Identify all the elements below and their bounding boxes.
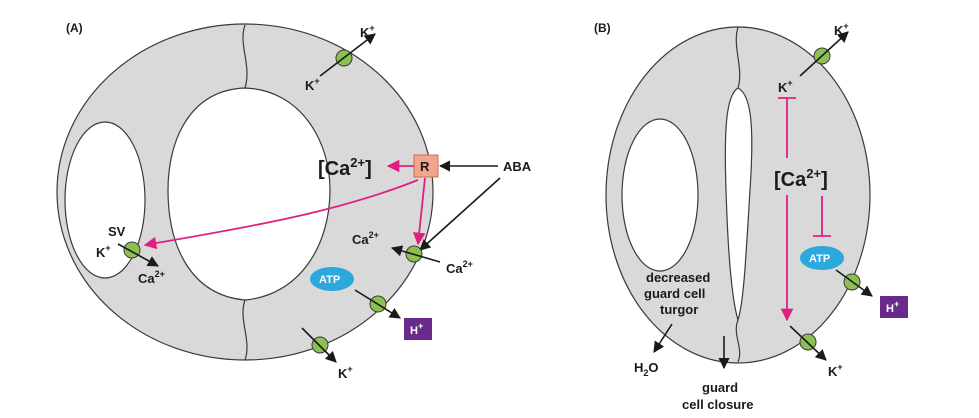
water-label: H2O xyxy=(634,360,659,378)
panel-b-label: (B) xyxy=(594,21,611,35)
atp-oval-a xyxy=(310,267,354,291)
k-label-bottom-a: K+ xyxy=(338,364,353,381)
proton-label-a: H+ xyxy=(410,321,423,337)
panel-a: (A) K+ K+ [Ca2+] R ABA Ca2+ Ca xyxy=(56,21,532,381)
proton-efflux-arrow-b xyxy=(835,269,873,297)
sv-label: SV xyxy=(108,224,126,239)
k-efflux-arrow-top-b xyxy=(799,31,849,77)
k-label-top-b: K+ xyxy=(834,21,849,38)
atp-label-b: ATP xyxy=(809,253,830,265)
ca-influx-arrow-a xyxy=(390,245,441,263)
turgor-line-2: guard cell xyxy=(644,286,705,301)
sv-ca-release-arrow xyxy=(117,243,159,267)
closure-line-1: guard xyxy=(702,380,738,395)
vacuole-a xyxy=(64,121,146,279)
cell-wall-bottom-a xyxy=(242,299,248,361)
cell-wall-top-a xyxy=(242,24,248,89)
receptor-to-ca-channel-arrow xyxy=(412,177,426,246)
sv-ca-label: Ca2+ xyxy=(138,269,165,286)
water-efflux-arrow xyxy=(653,323,673,353)
k-label-inner-top-b: K+ xyxy=(778,78,793,95)
closure-line-2: cell closure xyxy=(682,397,754,412)
calcium-label-b: [Ca2+] xyxy=(774,166,828,191)
aba-label: ABA xyxy=(503,159,532,174)
k-efflux-arrow-bottom-a xyxy=(301,327,337,363)
proton-label-b: H+ xyxy=(886,299,899,315)
k-label-bottom-b: K+ xyxy=(828,362,843,379)
panel-b: (B) K+ K+ [Ca2+] ATP H+ K+ xyxy=(594,21,908,412)
atp-oval-b xyxy=(800,246,844,270)
k-efflux-arrow-bottom-b xyxy=(789,325,827,361)
cell-wall-bottom-b xyxy=(735,319,741,363)
proton-box-a xyxy=(404,318,432,340)
k-label-inner-top-a: K+ xyxy=(305,76,320,93)
turgor-line-1: decreased xyxy=(646,270,710,285)
sv-k-label: K+ xyxy=(96,243,111,260)
proton-box-b xyxy=(880,296,908,318)
k-label-top-a: K+ xyxy=(360,23,375,40)
cell-wall-top-b xyxy=(735,26,741,89)
vacuole-b xyxy=(621,118,699,272)
panel-a-label: (A) xyxy=(66,21,83,35)
aba-to-ca-channel-arrow xyxy=(419,177,501,251)
ca-in-label-a: Ca2+ xyxy=(352,230,379,247)
turgor-line-3: turgor xyxy=(660,302,698,317)
calcium-label-a: [Ca2+] xyxy=(318,155,372,180)
receptor-label: R xyxy=(420,159,430,174)
proton-efflux-arrow-a xyxy=(354,289,401,319)
atp-label-a: ATP xyxy=(319,274,340,286)
ca-out-label-a: Ca2+ xyxy=(446,259,473,276)
k-efflux-arrow-top-a xyxy=(319,33,376,77)
receptor-to-sv-arrow xyxy=(143,179,419,250)
